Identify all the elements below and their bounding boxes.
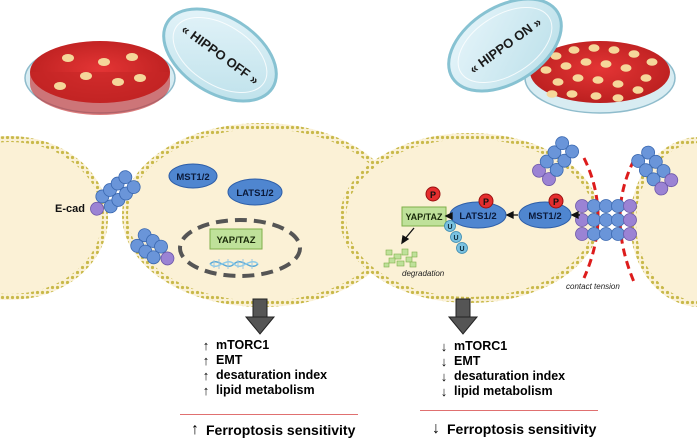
list-item: ↓mTORC1 <box>438 339 565 354</box>
down-arrow-icon: ↓ <box>432 420 440 437</box>
degradation-label: degradation <box>402 269 445 278</box>
list-item: ↑mTORC1 <box>200 338 327 353</box>
yap-taz-label-left: YAP/TAZ <box>216 235 255 246</box>
down-arrow-icon: ↓ <box>440 339 448 354</box>
hippo-on-dish: « HIPPO ON » <box>447 0 676 114</box>
down-arrow-icon: ↓ <box>440 369 448 384</box>
right-effects-list: ↓mTORC1 ↓EMT ↓desaturation index ↓lipid … <box>438 339 565 399</box>
degradation-fragments <box>383 248 418 268</box>
divider-left <box>180 414 358 415</box>
svg-text:U: U <box>447 224 452 231</box>
list-item: ↑lipid metabolism <box>200 383 327 398</box>
svg-text:P: P <box>553 197 559 207</box>
up-arrow-icon: ↑ <box>202 338 210 353</box>
right-sensitivity: ↓Ferroptosis sensitivity <box>429 420 596 438</box>
list-item: ↓lipid metabolism <box>438 384 565 399</box>
phospho-icon <box>478 193 494 209</box>
colonies <box>540 44 658 102</box>
mst-protein-right: MST1/2 P <box>518 193 572 229</box>
dish-lid: « HIPPO ON » <box>447 0 563 93</box>
nucleus-left: YAP/TAZ <box>178 218 302 278</box>
colonies <box>54 53 146 90</box>
list-item: ↓desaturation index <box>438 369 565 384</box>
svg-text:U: U <box>453 235 458 242</box>
e-cad-label: E-cad <box>55 203 85 215</box>
svg-text:P: P <box>430 190 436 200</box>
block-arrow-left <box>244 298 276 335</box>
svg-text:YAP/TAZ: YAP/TAZ <box>405 212 443 222</box>
block-arrow-right <box>447 298 479 335</box>
svg-text:LATS1/2: LATS1/2 <box>236 188 273 199</box>
dish-lid: « HIPPO OFF » <box>162 7 278 103</box>
list-item: ↑desaturation index <box>200 368 327 383</box>
pathway-arrows <box>401 210 580 245</box>
left-sensitivity: ↑Ferroptosis sensitivity <box>188 421 355 439</box>
svg-text:MST1/2: MST1/2 <box>176 172 209 183</box>
junction-receptors <box>575 199 637 241</box>
list-item: ↓EMT <box>438 354 565 369</box>
list-item: ↑EMT <box>200 353 327 368</box>
up-arrow-icon: ↑ <box>202 383 210 398</box>
yap-taz-right: YAP/TAZ P <box>401 186 447 227</box>
mst-protein-left: MST1/2 <box>168 163 218 189</box>
down-arrow-icon: ↓ <box>440 354 448 369</box>
hippo-off-dish: « HIPPO OFF » <box>24 7 278 115</box>
lats-protein-right: LATS1/2 P <box>449 193 507 229</box>
svg-text:P: P <box>483 197 489 207</box>
contact-tension-label: contact tension <box>566 282 620 291</box>
lats-protein-left: LATS1/2 <box>227 178 283 206</box>
contact-tension-marks <box>582 157 636 283</box>
up-arrow-icon: ↑ <box>191 421 199 438</box>
phospho-icon <box>425 186 441 202</box>
svg-text:MST1/2: MST1/2 <box>528 211 561 222</box>
svg-text:U: U <box>459 246 464 253</box>
left-effects-list: ↑mTORC1 ↑EMT ↑desaturation index ↑lipid … <box>200 338 327 398</box>
left-partial-cell <box>0 136 108 300</box>
ubiquitin-chain: U U U <box>444 220 468 254</box>
up-arrow-icon: ↑ <box>202 353 210 368</box>
phospho-icon <box>548 193 564 209</box>
svg-text:LATS1/2: LATS1/2 <box>459 211 496 222</box>
down-arrow-icon: ↓ <box>440 384 448 399</box>
up-arrow-icon: ↑ <box>202 368 210 383</box>
dna-icon <box>209 259 259 269</box>
divider-right <box>420 410 598 411</box>
